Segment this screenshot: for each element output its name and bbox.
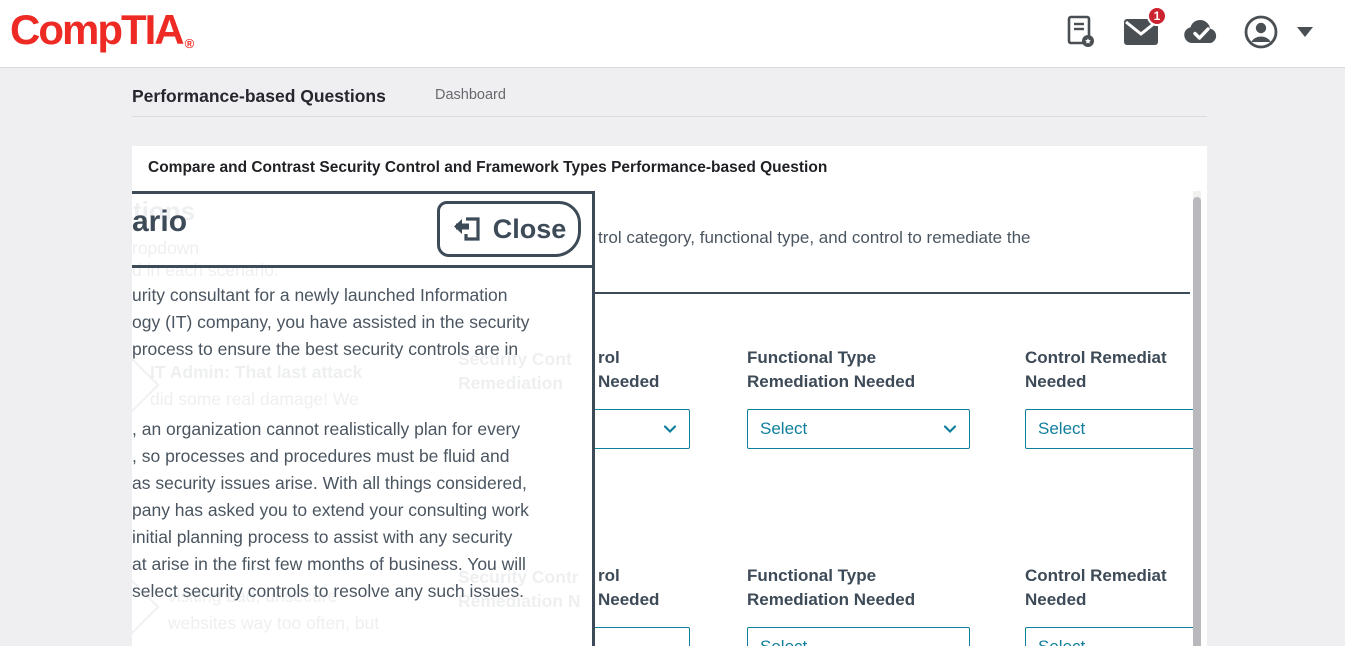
scenario-heading-fragment: ario xyxy=(132,205,187,239)
top-header: CompTIA® 1 xyxy=(0,0,1345,68)
scenario-modal: tions ropdown d in each scenario. IT Adm… xyxy=(132,191,595,646)
profile-avatar-icon[interactable] xyxy=(1243,14,1279,50)
question-card-title: Compare and Contrast Security Control an… xyxy=(148,159,827,177)
scenario-line: as security issues arise. With all thing… xyxy=(132,470,527,497)
comptia-logo-text: CompTIA xyxy=(10,6,183,53)
chevron-down-icon xyxy=(943,422,957,436)
section-divider xyxy=(595,292,1190,294)
card-content-area: Compare and Contrast Security Control an… xyxy=(132,146,1193,646)
scenario-line: process to ensure the best security cont… xyxy=(132,336,518,363)
transcript-icon[interactable] xyxy=(1063,14,1099,50)
row1-functional-type-select[interactable]: Select xyxy=(747,409,970,449)
mail-icon[interactable]: 1 xyxy=(1123,14,1159,50)
close-button[interactable]: Close xyxy=(437,201,581,257)
ghost-text: d in each scenario. xyxy=(132,260,279,281)
breadcrumb-divider xyxy=(132,116,1207,117)
instruction-text-fragment: trol category, functional type, and cont… xyxy=(598,228,1031,248)
row1-col2-label: Functional Type Remediation Needed xyxy=(747,346,915,394)
scenario-line: ogy (IT) company, you have assisted in t… xyxy=(132,309,530,336)
vertical-scrollbar-thumb[interactable] xyxy=(1193,197,1201,646)
ghost-text: Remediation xyxy=(458,373,563,394)
modal-heading-divider xyxy=(132,265,592,268)
row2-col3-label: Control Remediat Needed xyxy=(1025,564,1167,612)
row1-control-remediation-select[interactable]: Select xyxy=(1025,409,1193,449)
scenario-line: urity consultant for a newly launched In… xyxy=(132,282,507,309)
scenario-line: , an organization cannot realistically p… xyxy=(132,416,520,443)
row2-functional-type-select[interactable]: Select xyxy=(747,627,970,646)
cloud-check-icon[interactable] xyxy=(1183,14,1219,50)
row1-col3-label: Control Remediat Needed xyxy=(1025,346,1167,394)
ghost-text: did some real damage! We xyxy=(150,389,359,410)
row1-col1-label: rol Needed xyxy=(598,346,659,394)
row2-col1-label: rol Needed xyxy=(598,564,659,612)
scenario-line: , so processes and procedures must be fl… xyxy=(132,443,509,470)
scenario-line: initial planning process to assist with … xyxy=(132,524,512,551)
registered-mark: ® xyxy=(185,36,193,51)
scenario-line: pany has asked you to extend your consul… xyxy=(132,497,529,524)
scenario-line: at arise in the first few months of busi… xyxy=(132,551,526,578)
page-title: Performance-based Questions xyxy=(132,86,386,107)
chevron-down-icon xyxy=(663,422,677,436)
comptia-logo: CompTIA® xyxy=(10,6,190,54)
close-button-label: Close xyxy=(493,214,567,245)
row2-col2-label: Functional Type Remediation Needed xyxy=(747,564,915,612)
breadcrumb-dashboard-link[interactable]: Dashboard xyxy=(435,87,506,103)
mail-badge: 1 xyxy=(1147,6,1167,26)
profile-menu-caret-icon[interactable] xyxy=(1297,27,1313,37)
ghost-text: websites way too often, but xyxy=(168,613,379,634)
header-icon-group: 1 xyxy=(1063,14,1313,50)
vertical-scrollbar-track[interactable] xyxy=(1193,191,1201,646)
exit-icon xyxy=(452,214,484,244)
question-card: Compare and Contrast Security Control an… xyxy=(132,146,1207,646)
ghost-text: IT Admin: That last attack xyxy=(150,362,362,383)
scenario-line: select security controls to resolve any … xyxy=(132,578,524,605)
ghost-text: ropdown xyxy=(132,238,199,259)
row2-control-remediation-select[interactable]: Select xyxy=(1025,627,1193,646)
